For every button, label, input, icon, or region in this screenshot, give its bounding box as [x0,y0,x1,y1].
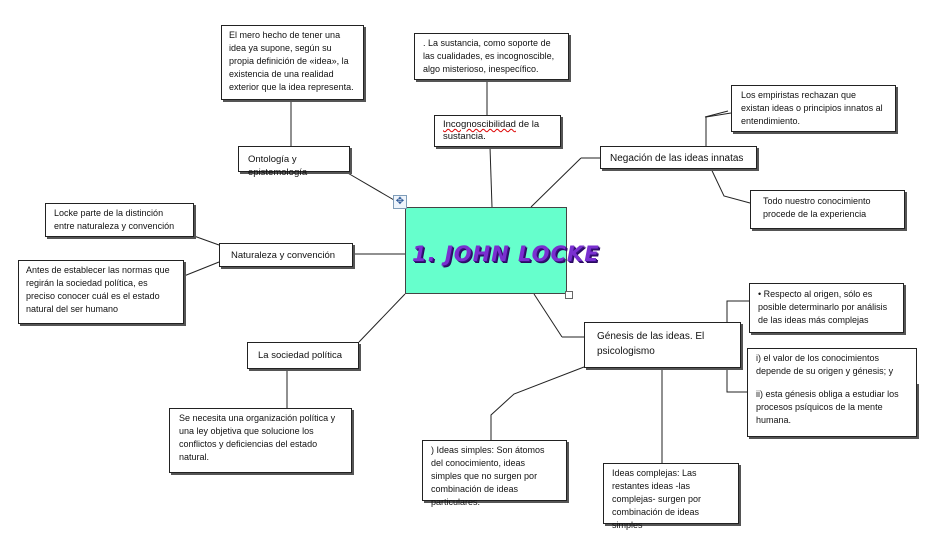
note-locke-distincion: Locke parte de la distinción entre natur… [45,203,194,237]
resize-handle[interactable] [565,291,573,299]
note-ontologia: El mero hecho de tener una idea ya supon… [221,25,364,100]
note-origen: • Respecto al origen, sólo es posible de… [749,283,904,333]
connector [530,157,582,208]
connector [489,146,493,208]
connector [345,171,395,201]
note-valor-1: i) el valor de los conocimientos depende… [747,348,917,382]
note-empiristas: Los empiristas rechazan que existan idea… [731,85,896,132]
connector [533,293,563,338]
branch-sociedad[interactable]: La sociedad política [247,342,359,369]
connector [726,370,747,393]
connector [490,366,585,440]
note-estado-natural: Antes de establecer las normas que regir… [18,260,184,324]
branch-negacion[interactable]: Negación de las ideas innatas [600,146,757,169]
note-sustancia: . La sustancia, como soporte de las cual… [414,33,569,80]
note-valor-2: ii) esta génesis obliga a estudiar los p… [747,382,917,437]
connector [726,300,749,324]
branch-naturaleza[interactable]: Naturaleza y convención [219,243,353,267]
note-experiencia: Todo nuestro conocimiento procede de la … [750,190,905,229]
central-title: 1. JOHN LOCKE [412,242,600,266]
connector [704,110,729,118]
note-simples: ) Ideas simples: Son átomos del conocimi… [422,440,567,507]
connector [705,157,751,204]
connector [183,261,220,277]
incognoscibilidad-word: Incognoscibilidad [443,119,516,130]
connector [358,293,406,343]
note-complejas: Ideas complejas: Las restantes ideas -la… [603,463,739,530]
branch-ontologia[interactable]: Ontología y epistemología [238,146,350,178]
move-icon[interactable]: ✥ [393,195,407,209]
note-organizacion: Se necesita una organización política y … [169,408,352,473]
branch-incognoscibilidad[interactable]: Incognoscibilidad de la sustancia. [434,115,561,147]
incognoscibilidad-rest: de la sustancia. [443,119,540,142]
branch-genesis[interactable]: Génesis de las ideas. El psicologismo [584,322,741,368]
connector [193,235,220,246]
central-topic[interactable]: 1. JOHN LOCKE [405,207,599,294]
